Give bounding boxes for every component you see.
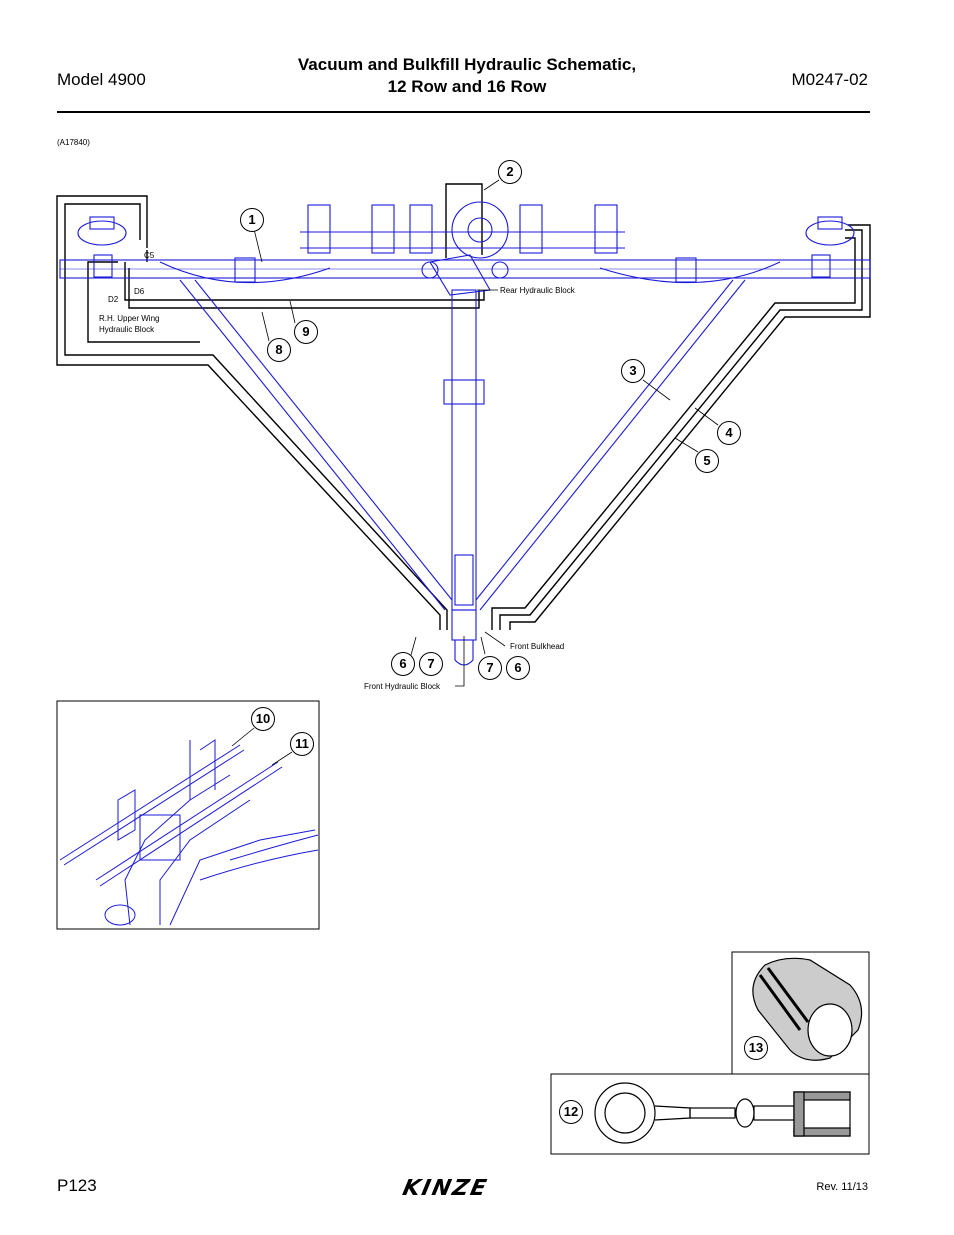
callout-10: 10 <box>251 707 275 731</box>
label-front-hydraulic-block: Front Hydraulic Block <box>364 682 441 691</box>
callout-12: 12 <box>559 1100 583 1124</box>
callout-11: 11 <box>290 732 314 756</box>
callout-8: 8 <box>267 338 291 362</box>
inset-tool-frame <box>550 1073 870 1155</box>
label-rh-hydraulic-block: Hydraulic Block <box>99 325 155 334</box>
callout-6-left: 6 <box>391 652 415 676</box>
model-label: Model 4900 <box>57 70 146 89</box>
title-line-1: Vacuum and Bulkfill Hydraulic Schematic, <box>297 55 637 74</box>
kinze-logo: KINZE <box>400 1176 491 1201</box>
fitting-drawing <box>752 957 863 1061</box>
inset-hitch-frame <box>56 700 320 930</box>
hose-routing <box>56 183 871 630</box>
page-title: Vacuum and Bulkfill Hydraulic Schematic,… <box>200 54 734 98</box>
callout-7-right: 7 <box>478 656 502 680</box>
toolbar-drawing <box>59 201 871 666</box>
callout-5: 5 <box>695 449 719 473</box>
callout-1: 1 <box>240 208 264 232</box>
figure-code: (A17840) <box>57 138 90 147</box>
callout-9: 9 <box>294 320 318 344</box>
title-line-2: 12 Row and 16 Row <box>387 77 547 96</box>
document-number: M0247-02 <box>791 70 868 89</box>
label-rear-hydraulic-block: Rear Hydraulic Block <box>500 286 575 295</box>
callout-4: 4 <box>717 421 741 445</box>
revision-date: Rev. 11/13 <box>816 1181 868 1193</box>
inset-hitch-drawing <box>59 739 319 926</box>
callout-2: 2 <box>498 160 522 184</box>
leader-lines <box>231 179 719 766</box>
callout-7-left: 7 <box>419 652 443 676</box>
label-c5: C5 <box>144 251 155 260</box>
callout-13: 13 <box>744 1036 768 1060</box>
page-number: P123 <box>57 1176 97 1195</box>
callout-6-right: 6 <box>506 656 530 680</box>
label-d2: D2 <box>108 295 119 304</box>
header-rule <box>57 111 870 113</box>
label-d6: D6 <box>134 287 145 296</box>
callout-3: 3 <box>621 359 645 383</box>
label-rh-upper-wing: R.H. Upper Wing <box>99 314 160 323</box>
tool-drawing <box>594 1082 851 1144</box>
label-front-bulkhead: Front Bulkhead <box>510 642 565 651</box>
